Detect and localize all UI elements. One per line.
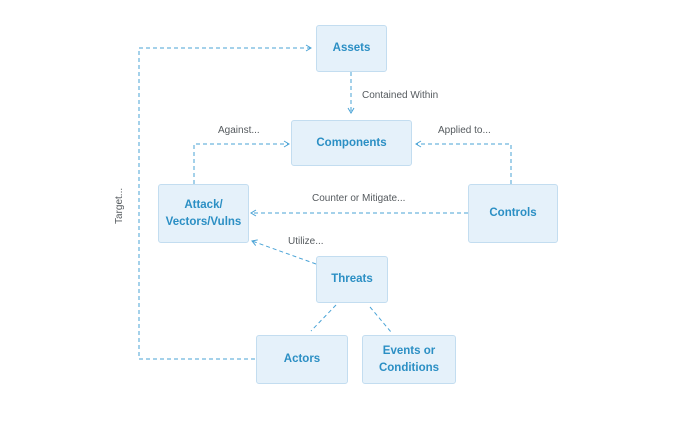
node-components[interactable]: Components [291, 120, 412, 166]
edge-label-applied-to: Applied to... [438, 125, 491, 136]
edge-controls-components [415, 140, 512, 184]
node-components-label: Components [316, 136, 387, 149]
node-attack-label-line2: Vectors/Vulns [165, 215, 242, 228]
edge-threats-attack [251, 239, 317, 265]
node-threats[interactable]: Threats [316, 256, 388, 303]
edge-label-against: Against... [218, 125, 260, 136]
node-controls[interactable]: Controls [468, 184, 558, 243]
node-assets[interactable]: Assets [316, 25, 387, 72]
node-threats-label: Threats [331, 273, 373, 285]
node-events-or-conditions[interactable]: Events or Conditions [362, 335, 456, 384]
edge-label-utilize: Utilize... [288, 236, 324, 247]
node-actors[interactable]: Actors [256, 335, 348, 384]
node-events-label-line2: Conditions [378, 361, 440, 374]
node-assets-label: Assets [332, 42, 371, 54]
edge-label-target: Target... [114, 187, 125, 224]
node-actors-label: Actors [283, 353, 321, 365]
edge-threats-actors [310, 304, 337, 332]
edge-label-counter-mitigate: Counter or Mitigate... [312, 193, 406, 204]
node-attack-label-line1: Attack/ [184, 198, 223, 211]
edge-attack-components [193, 140, 290, 184]
node-controls-label: Controls [489, 207, 537, 219]
edge-label-contained-within: Contained Within [362, 90, 439, 101]
node-events-label-line1: Events or [382, 344, 436, 357]
edge-threats-events [369, 306, 392, 333]
node-attack-vectors-vulns[interactable]: Attack/ Vectors/Vulns [158, 184, 249, 243]
edge-actors-assets [138, 44, 312, 360]
